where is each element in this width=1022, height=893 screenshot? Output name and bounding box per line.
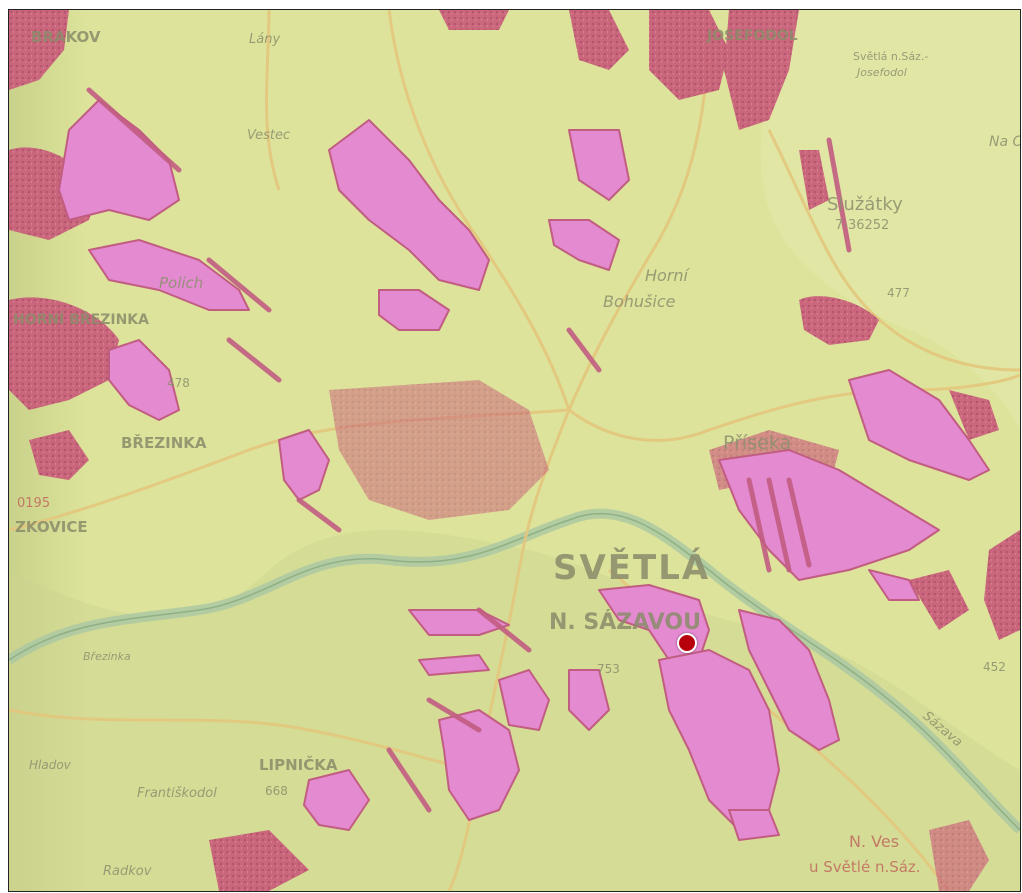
label-sluzatky-code: 7-36252 [835,218,890,233]
label-polich: Polich [159,274,204,292]
map-canvas [9,10,1020,891]
relief-shade [760,10,1020,430]
label-u-svetle: u Světlé n.Sáz. [809,858,921,876]
zones-strips [86,87,852,813]
label-zkovice: ZKOVICE [15,518,88,536]
label-josefodol-small: Josefodol [857,66,907,79]
label-lany: Lány [249,32,281,47]
label-josefodol: JOSEFODOL [707,28,798,44]
label-vestec: Vestec [247,128,291,143]
label-brezinka-small: Březinka [83,650,131,663]
label-horni-brezinka: HORNÍ BŘEZINKA [13,312,149,328]
label-elev-452: 452 [983,660,1006,674]
location-marker-icon[interactable] [677,633,697,653]
label-brakov: BRAKOV [31,28,101,46]
map-view[interactable]: BRAKOV Lány Vestec JOSEFODOL Světlá n.Sá… [8,9,1021,892]
label-horni: Horní [645,266,688,285]
label-sluzatky: Služátky [827,194,903,215]
label-n-ves: N. Ves [849,832,900,851]
label-code-668: 668 [265,784,288,798]
label-svetla-saz: Světlá n.Sáz.- [853,50,929,63]
label-hladov: Hladov [29,758,71,772]
label-lipnicka: LIPNIČKA [259,756,338,774]
label-code-0195: 0195 [17,496,51,511]
river-sazava-edge [9,512,1020,831]
label-nad-sazavou: N. SÁZAVOU [549,610,701,635]
label-bohusice: Bohušice [603,292,676,311]
label-priseka: Příseka [723,432,792,454]
label-na-ol: Na Ol [989,134,1020,150]
label-radkov: Radkov [103,864,152,879]
label-svetla: SVĚTLÁ [553,548,711,588]
label-elev-477: 477 [887,286,910,300]
label-frantisov: Františkodol [137,786,217,801]
label-code-753: 753 [597,662,620,676]
zones-hatched [58,99,990,841]
label-elev-478: 478 [167,376,190,390]
label-brezinka: BŘEZINKA [121,434,207,452]
